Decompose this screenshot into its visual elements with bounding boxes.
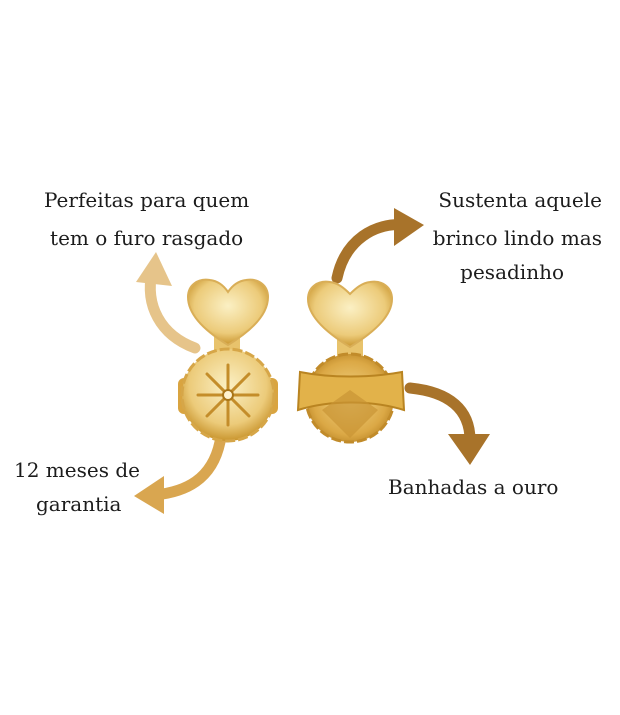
caption-bottom-left: 12 meses de garantia [14,453,140,521]
arrow-bottom-left-icon [134,436,226,514]
caption-line: garantia [36,492,122,516]
caption-line: Perfeitas para quem [44,188,250,212]
caption-top-left: Perfeitas para quem tem o furo rasgado [44,183,249,255]
caption-line: Sustenta aquele [438,188,602,212]
arrow-top-right-icon [331,208,424,284]
caption-line: brinco lindo mas [432,226,602,250]
arrow-top-left-icon [136,252,201,354]
caption-bottom-right: Banhadas a ouro [388,475,559,499]
earring-back-front-view [178,278,278,443]
arrow-bottom-right-icon [404,382,490,465]
earring-back-side-view [296,280,406,444]
caption-line: pesadinho [460,260,564,284]
caption-top-right: Sustenta aquele brinco lindo mas pesadin… [433,183,602,289]
caption-line: 12 meses de [14,458,140,482]
caption-line: tem o furo rasgado [50,226,244,250]
